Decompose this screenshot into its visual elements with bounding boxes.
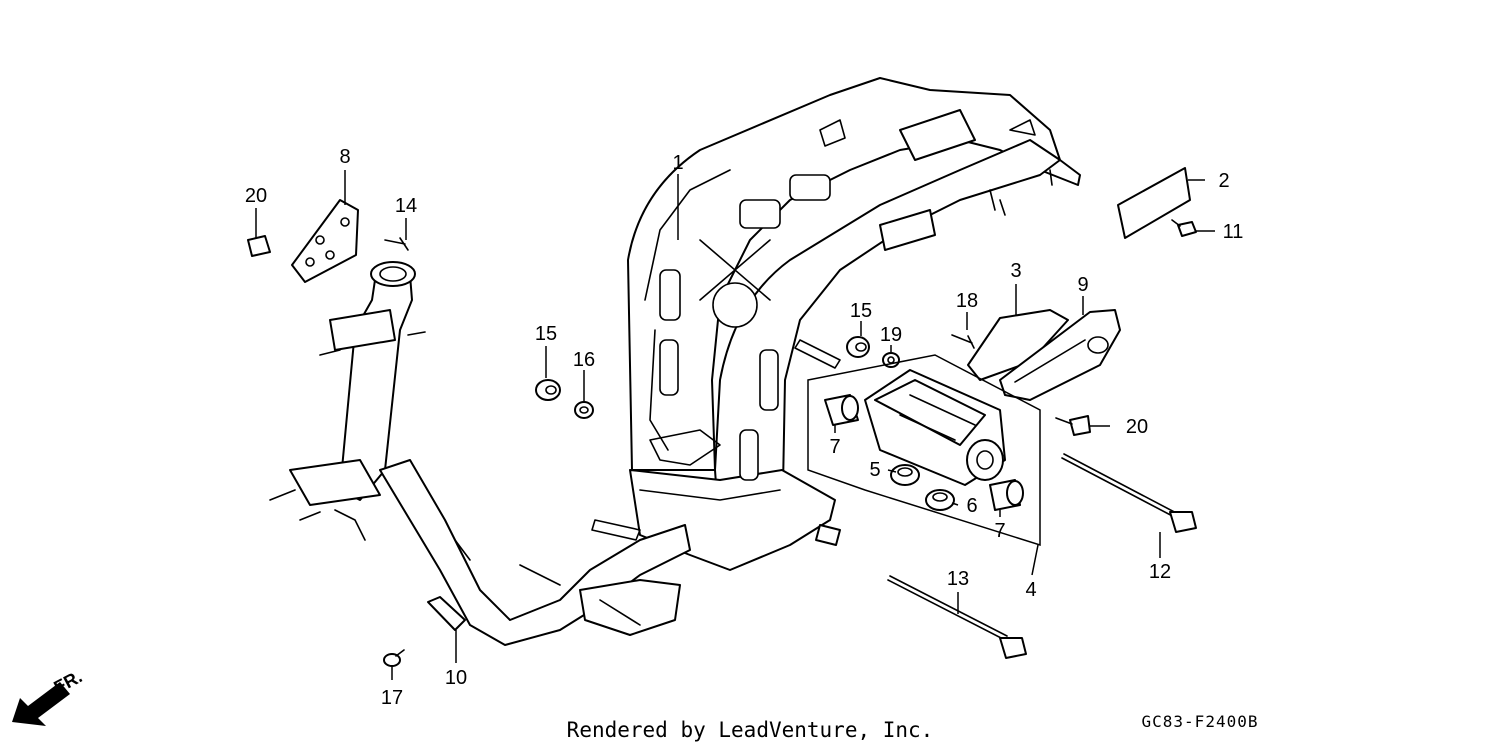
- callout-3: 3: [1010, 260, 1021, 282]
- footer-credit: Rendered by LeadVenture, Inc.: [567, 718, 934, 742]
- callout-7-left: 7: [829, 436, 840, 458]
- leader-lines: [255, 170, 1215, 680]
- callout-13: 13: [947, 568, 969, 590]
- screw-part-14: [384, 237, 409, 251]
- callout-2: 2: [1218, 170, 1229, 192]
- diagram-code: GC83-F2400B: [1142, 712, 1259, 731]
- callout-19: 19: [880, 324, 902, 346]
- bolt-part-13: [887, 575, 1027, 659]
- callout-11: 11: [1223, 221, 1244, 243]
- callout-1: 1: [672, 152, 683, 174]
- front-direction-marker: FR.: [12, 666, 85, 726]
- handle-part-9: [999, 309, 1121, 401]
- collar-part-7-left: [824, 394, 859, 426]
- bolt-part-20-right: [1055, 415, 1091, 436]
- bracket-holes: [305, 217, 350, 267]
- engine-hanger-bracket-part-4: [807, 354, 1041, 547]
- callout-15-right: 15: [850, 300, 872, 322]
- rubber-part-5: [890, 464, 920, 486]
- callout-16: 16: [573, 349, 595, 371]
- rubber-part-15-right: [846, 336, 870, 358]
- callout-7-right: 7: [994, 520, 1005, 542]
- rubber-part-6: [925, 489, 955, 511]
- callout-14: 14: [395, 195, 417, 217]
- callout-15-left: 15: [535, 323, 557, 345]
- screw-part-18: [951, 334, 975, 349]
- cover-part-3: [967, 309, 1069, 381]
- callout-4: 4: [1025, 579, 1036, 601]
- callout-20-left: 20: [245, 185, 267, 207]
- callout-10: 10: [445, 667, 467, 689]
- rubber-part-15-left: [535, 379, 561, 401]
- callout-9: 9: [1077, 274, 1088, 296]
- callout-5: 5: [869, 459, 880, 481]
- collar-part-7-right: [989, 479, 1024, 511]
- front-sub-frame: [269, 261, 691, 646]
- callout-17: 17: [381, 687, 403, 709]
- callout-20-right: 20: [1126, 416, 1148, 438]
- plate-part-2: [1117, 167, 1191, 239]
- bracket-part-8: [291, 199, 359, 283]
- callout-8: 8: [339, 146, 350, 168]
- bracket-part-10: [427, 596, 466, 631]
- callout-labels: 1 2 3 4 5 6 7 7 8 9 10 11 12 13 14 15 15…: [245, 146, 1244, 709]
- callout-6: 6: [966, 495, 977, 517]
- bolt-part-11: [1171, 219, 1197, 237]
- front-arrow-icon: [12, 682, 70, 726]
- bolt-part-12: [1061, 453, 1197, 533]
- collar-part-16: [574, 401, 594, 419]
- bolt-part-20-left: [247, 235, 271, 257]
- pin-part-17: [383, 649, 405, 667]
- callout-18: 18: [956, 290, 978, 312]
- callout-12: 12: [1149, 561, 1171, 583]
